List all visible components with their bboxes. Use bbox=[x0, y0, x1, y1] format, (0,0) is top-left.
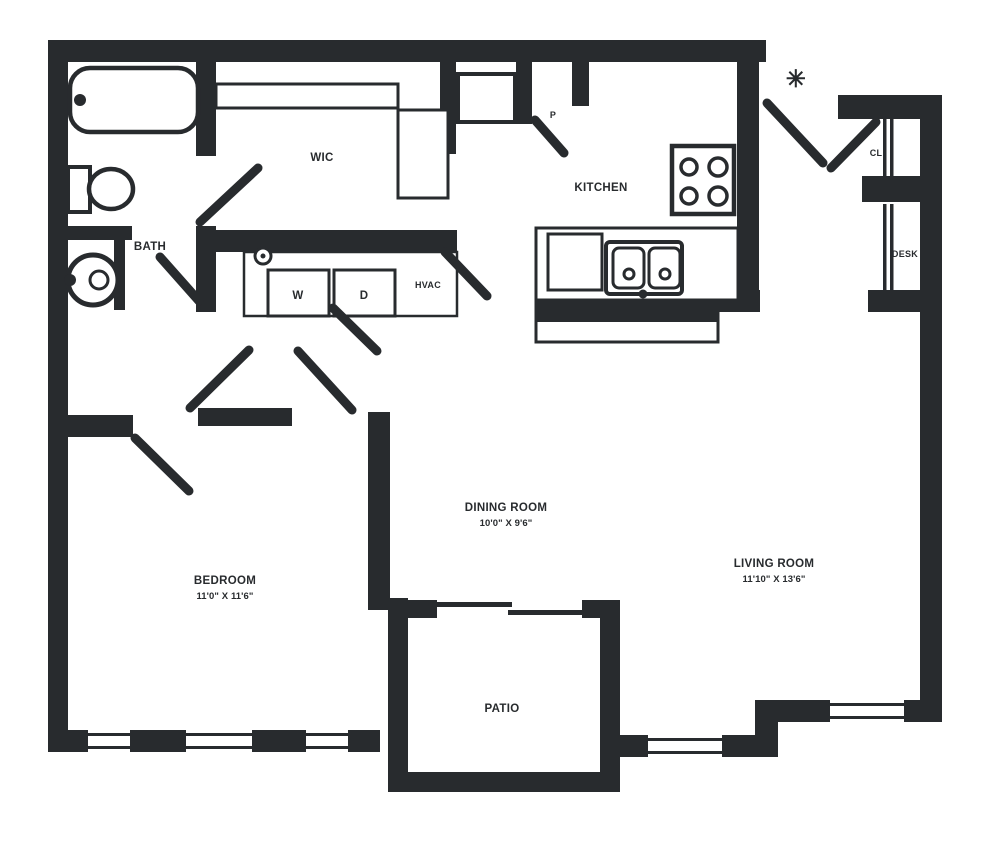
wic-door bbox=[195, 163, 263, 227]
entry-star-icon: ✳ bbox=[786, 66, 806, 93]
pantry-door bbox=[530, 115, 569, 158]
hall-door-right bbox=[293, 346, 357, 415]
desk-track-line bbox=[883, 204, 887, 290]
wall-top bbox=[48, 40, 766, 62]
dryer-label: D bbox=[360, 290, 369, 302]
sliding-door-panel-2 bbox=[508, 610, 590, 615]
sink-faucet-icon bbox=[638, 289, 648, 299]
bath-sink-faucet-icon bbox=[64, 274, 76, 286]
patio-wall-bottom bbox=[388, 772, 620, 792]
toilet-bowl bbox=[86, 166, 136, 212]
laundry-area bbox=[242, 246, 459, 318]
wall-fridge-pantry bbox=[516, 62, 532, 124]
bedroom-door bbox=[130, 433, 194, 496]
sliding-door-panel-1 bbox=[430, 602, 512, 607]
window bbox=[648, 735, 722, 757]
bath-door bbox=[155, 252, 204, 306]
desk-label: DESK bbox=[892, 249, 918, 259]
bath-label: BATH bbox=[134, 241, 166, 253]
living-room-label: LIVING ROOM bbox=[734, 558, 815, 570]
hvac-label: HVAC bbox=[415, 280, 441, 290]
washer-box bbox=[266, 268, 331, 318]
door-swings bbox=[130, 98, 881, 496]
wic-label: WIC bbox=[310, 152, 333, 164]
window bbox=[830, 700, 904, 722]
refrigerator-box bbox=[456, 72, 517, 124]
dishwasher-box bbox=[546, 232, 604, 292]
bath-fixtures bbox=[64, 65, 201, 308]
wall-desk-bottom bbox=[868, 290, 922, 312]
toilet-tank bbox=[66, 165, 92, 214]
window bbox=[306, 730, 348, 752]
nook-tracks bbox=[883, 118, 894, 290]
window bbox=[88, 730, 130, 752]
wall-bedroom-dining bbox=[368, 412, 390, 610]
wic-shelf bbox=[214, 82, 400, 110]
bedroom-label: BEDROOM bbox=[194, 575, 256, 587]
wall-right bbox=[920, 95, 942, 722]
wall-bedroom-top bbox=[48, 415, 133, 437]
wall-closet-bottom bbox=[862, 176, 922, 202]
wall-hall-stub bbox=[198, 408, 292, 426]
closet-track-line bbox=[883, 118, 887, 176]
hvac-door bbox=[440, 247, 492, 301]
hall-door-left bbox=[185, 345, 254, 413]
wall-kitchen-right bbox=[737, 62, 759, 312]
desk-track-line bbox=[890, 204, 894, 290]
bathtub-faucet-icon bbox=[74, 94, 86, 106]
stove-burner-icon bbox=[679, 157, 699, 177]
sink-drain-icon bbox=[658, 267, 672, 281]
entry-door-left bbox=[762, 98, 828, 168]
wall-sink-niche-top bbox=[68, 226, 132, 240]
wic-side-shelf bbox=[396, 108, 450, 200]
breakfast-bar bbox=[536, 300, 718, 322]
closet-track-line bbox=[890, 118, 894, 176]
wall-bath-wic bbox=[196, 62, 216, 156]
room-labels: BATH WIC KITCHEN P HVAC W D CL DESK ✳ DI… bbox=[134, 66, 918, 715]
stove-burner-icon bbox=[707, 156, 729, 178]
stove-burner-icon bbox=[679, 186, 699, 206]
laundry-door bbox=[328, 303, 382, 356]
kitchen-label: KITCHEN bbox=[574, 182, 627, 194]
patio-label: PATIO bbox=[485, 703, 520, 715]
dining-wall-stub-right bbox=[582, 600, 620, 618]
stove-burner-icon bbox=[707, 185, 729, 207]
patio-wall-left bbox=[388, 598, 408, 792]
bathtub bbox=[67, 65, 201, 135]
dryer-box bbox=[332, 268, 397, 318]
patio-walls bbox=[388, 598, 620, 792]
wall-top-right-chunk bbox=[838, 95, 942, 119]
dining-room-label: DINING ROOM bbox=[465, 502, 548, 514]
closet-label: CL bbox=[870, 148, 883, 158]
wall-wic-laundry bbox=[196, 230, 457, 252]
kitchen-fixtures bbox=[456, 72, 740, 344]
sink-drain-icon bbox=[622, 267, 636, 281]
windows bbox=[88, 700, 904, 757]
bedroom-dimensions: 11'0" X 11'6" bbox=[196, 591, 253, 602]
dining-wall-stub-left bbox=[390, 600, 437, 618]
laundry-fixture-dot bbox=[260, 253, 266, 259]
patio-wall-right bbox=[600, 616, 620, 792]
entry-door-right bbox=[826, 117, 881, 173]
pantry-label: P bbox=[550, 110, 556, 120]
wic-shelving bbox=[214, 82, 450, 200]
dining-room-dimensions: 10'0" X 9'6" bbox=[480, 518, 533, 529]
living-room-dimensions: 11'10" X 13'6" bbox=[742, 574, 805, 585]
washer-label: W bbox=[292, 290, 303, 302]
bath-sink-drain-icon bbox=[88, 269, 110, 291]
window bbox=[186, 730, 252, 752]
wall-left bbox=[48, 40, 68, 752]
wall-pantry-right bbox=[572, 62, 589, 106]
